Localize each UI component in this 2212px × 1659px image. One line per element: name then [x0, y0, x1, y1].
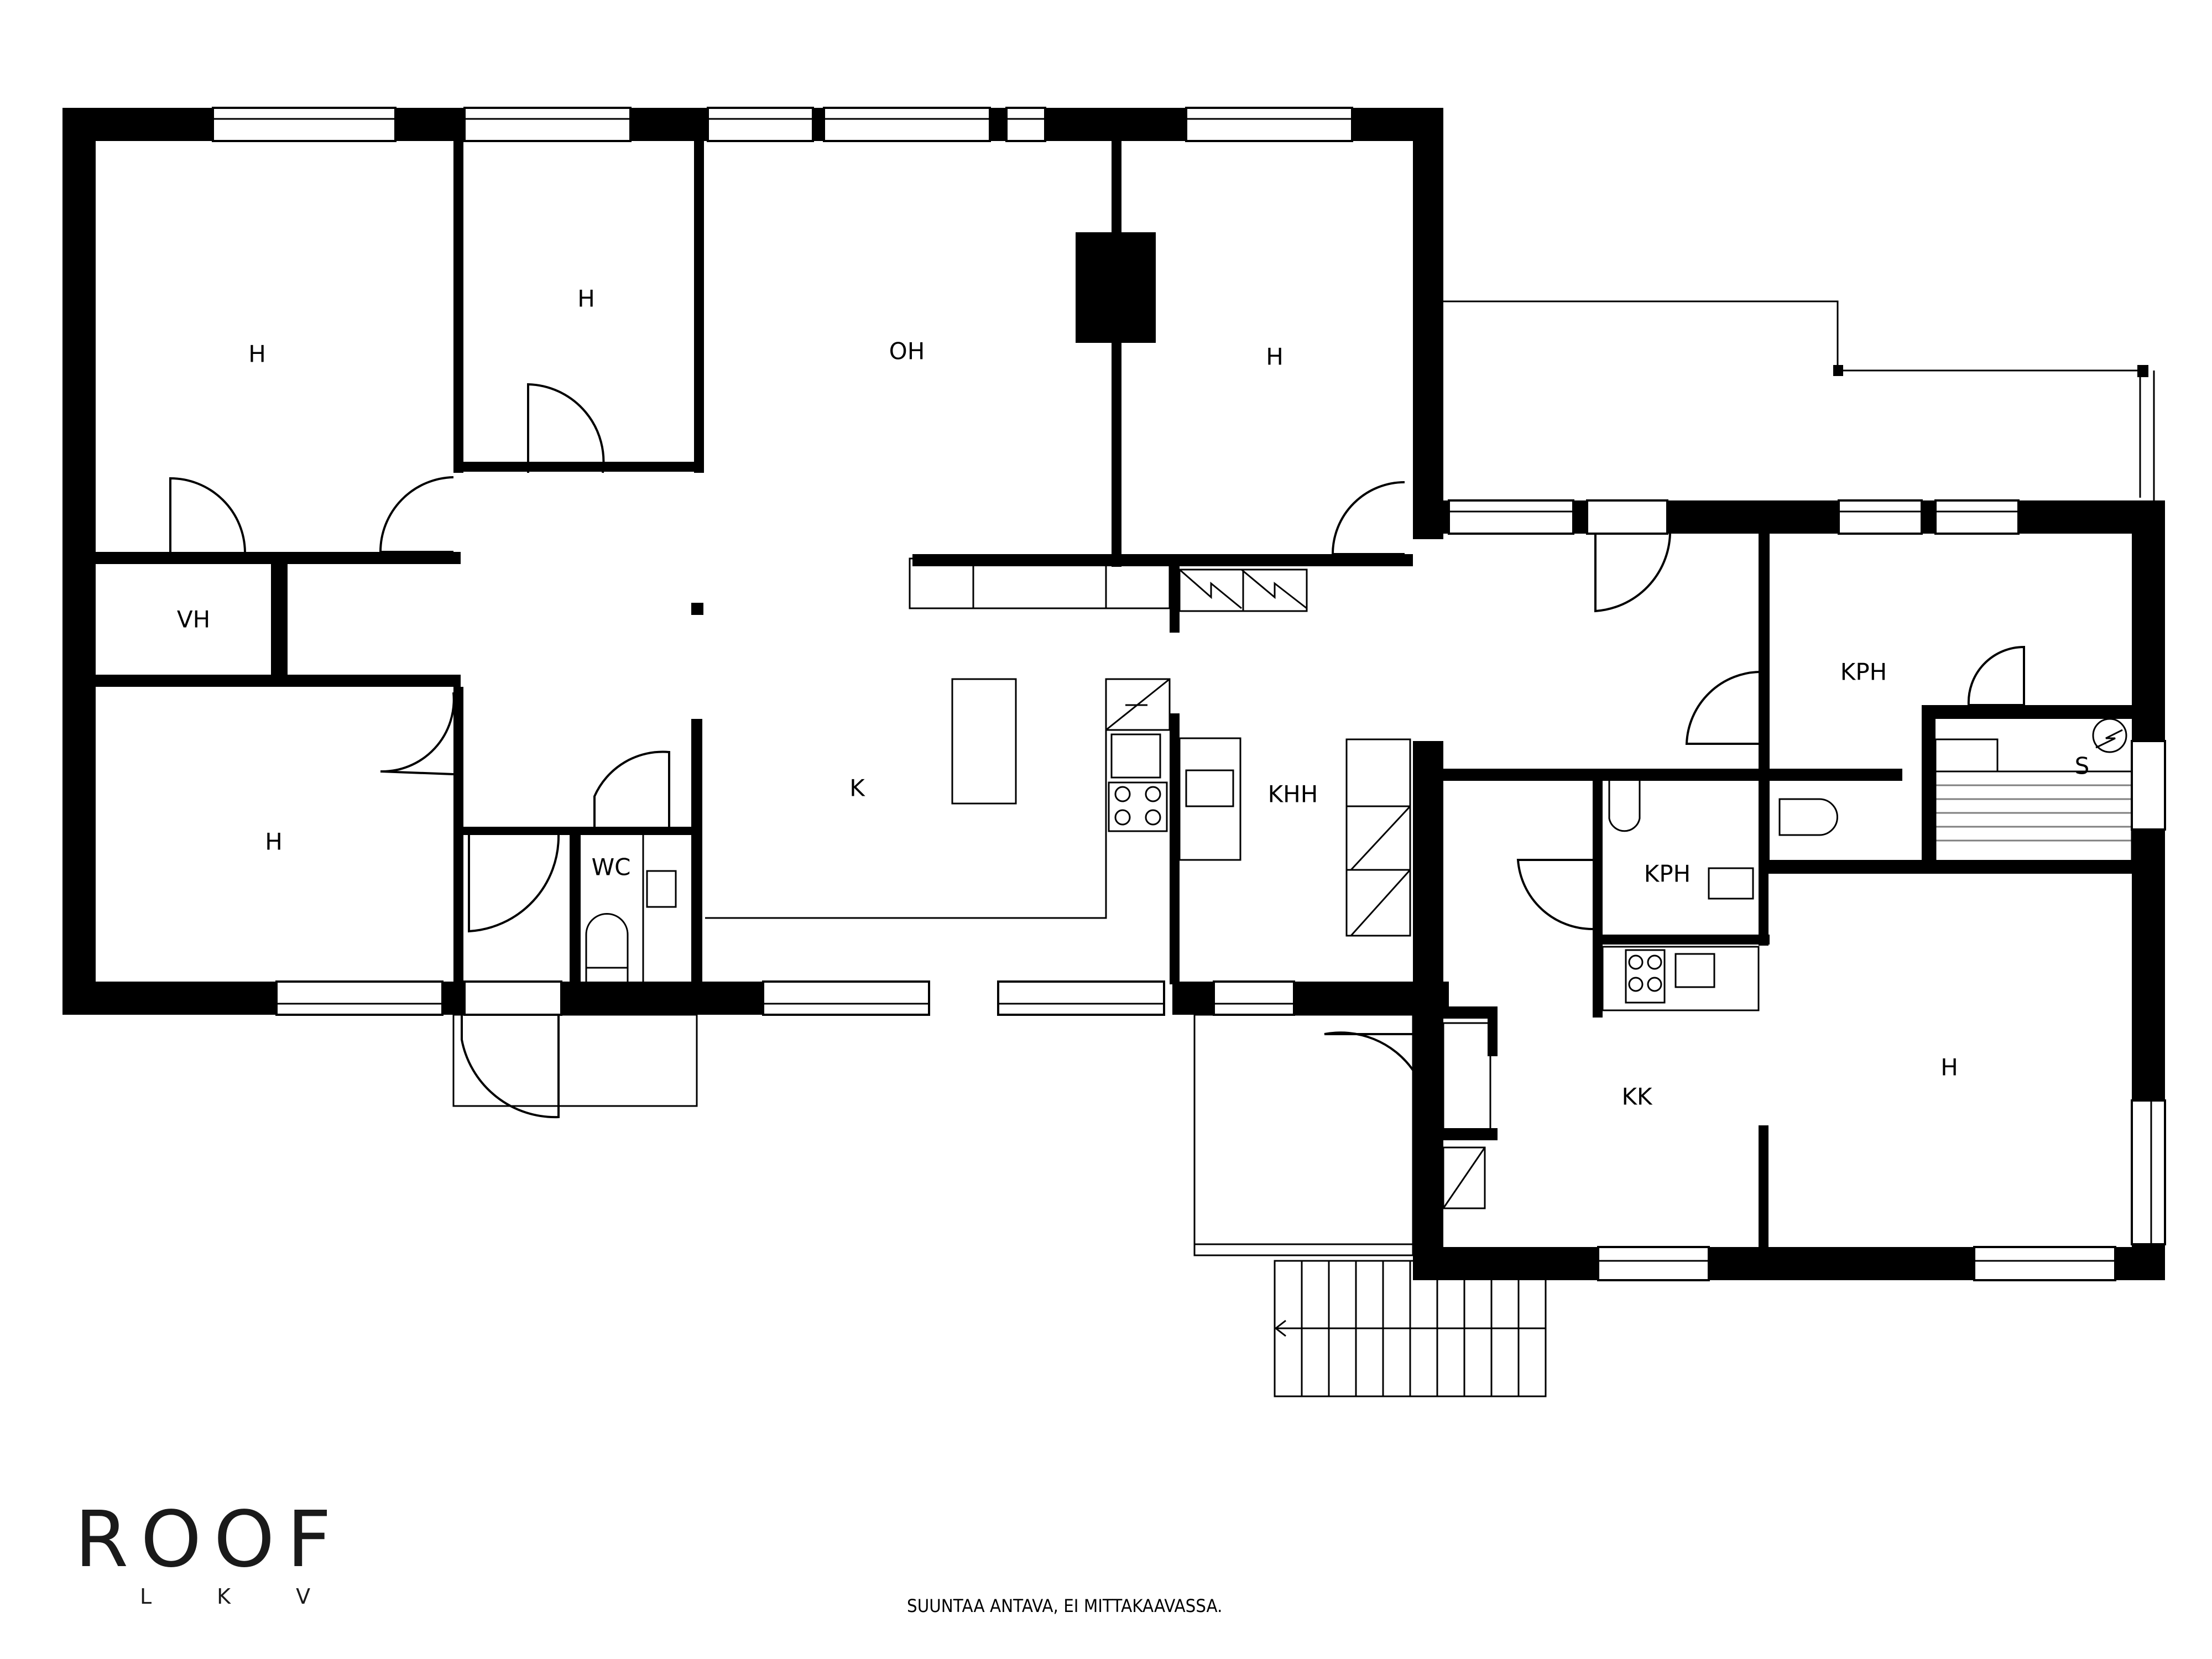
room-label-walk-in-closet: VH: [176, 606, 211, 633]
stairs: [1274, 1260, 1547, 1397]
room-label-bedroom-5: H: [1940, 1053, 1958, 1081]
room-label-living-room: OH: [889, 337, 925, 365]
doors: [169, 383, 2025, 1119]
logo-subtitle: LKV: [140, 1584, 376, 1609]
room-label-bedroom-4: H: [265, 828, 283, 855]
logo-wordmark: ROOF: [75, 1495, 344, 1585]
room-label-toilet: WC: [591, 853, 631, 881]
room-label-bedroom-3: H: [1266, 343, 1284, 371]
kitchen-fixtures: [705, 557, 1760, 1209]
stairs-direction-arrow-icon: [1274, 1319, 1286, 1337]
windows: [212, 107, 2166, 1281]
sauna-bench-slats: [1936, 784, 2132, 842]
room-label-bedroom-2: H: [577, 285, 595, 312]
room-label-utility-room: KHH: [1267, 780, 1318, 808]
scale-disclaimer: SUUNTAA ANTAVA, EI MITTAKAAVASSA.: [907, 1595, 1223, 1616]
brand-logo: ROOF LKV: [75, 1501, 375, 1609]
room-label-kitchenette: KK: [1621, 1083, 1652, 1110]
room-label-bedroom-1: H: [248, 340, 266, 368]
room-label-bathroom-1: KPH: [1840, 658, 1887, 686]
bathroom-fixtures: [585, 718, 2133, 984]
room-label-bathroom-2: KPH: [1644, 860, 1691, 888]
room-label-sauna: S: [2074, 752, 2090, 780]
exterior-structures: [1193, 300, 2155, 1397]
interior-walls: [96, 141, 2132, 1253]
room-label-kitchen: K: [849, 774, 865, 802]
